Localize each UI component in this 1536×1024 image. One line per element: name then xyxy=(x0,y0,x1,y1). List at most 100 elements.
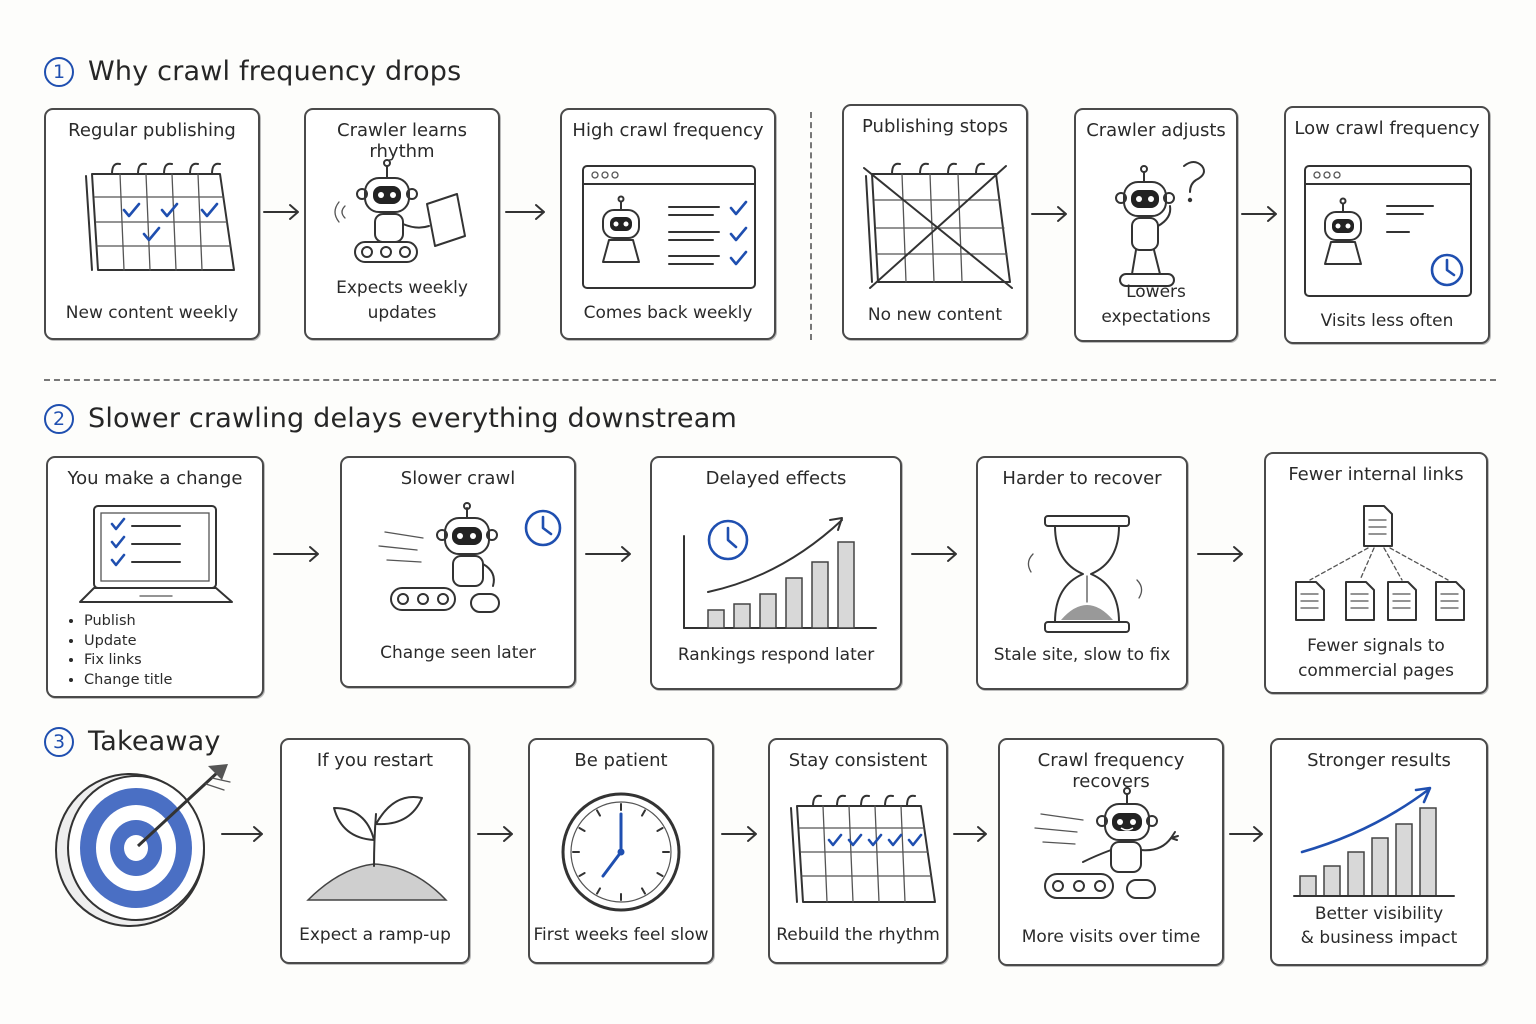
card-title: Slower crawl xyxy=(400,468,516,489)
section-title: Why crawl frequency drops xyxy=(88,56,462,87)
card-caption: No new content xyxy=(867,305,1003,325)
section-title: Takeaway xyxy=(88,726,221,757)
card-crawler-adjusts: Crawler adjusts Lowers expectations xyxy=(1074,108,1238,342)
card-title: If you restart xyxy=(316,750,434,771)
card-caption: Change seen later xyxy=(380,643,536,663)
arrow-right-icon xyxy=(1241,206,1277,222)
chart-bar xyxy=(1299,875,1317,897)
arrow-right-icon xyxy=(911,546,957,562)
card-title: High crawl frequency xyxy=(572,120,764,141)
card-title: Harder to recover xyxy=(1002,468,1162,489)
chart-bar xyxy=(1395,823,1413,897)
hourglass-icon xyxy=(978,510,1186,640)
target-arrow-icon xyxy=(48,760,248,930)
arrow-right-icon xyxy=(585,546,631,562)
card-title: Stronger results xyxy=(1307,750,1451,771)
card-title: Publishing stops xyxy=(862,116,1008,137)
arrow-right-icon xyxy=(263,204,299,220)
document-icon xyxy=(1345,581,1375,621)
chart-bar xyxy=(1371,837,1389,897)
card-publishing-stops: Publishing stops No new content xyxy=(842,104,1028,340)
card-low-crawl-frequency: Low crawl frequency Visits less often xyxy=(1284,106,1490,344)
chart-bar xyxy=(1323,865,1341,897)
card-caption: More visits over time xyxy=(1021,927,1201,947)
growth-chart-icon xyxy=(1293,786,1455,897)
chart-bar xyxy=(707,609,725,629)
document-icon xyxy=(1435,581,1465,621)
card-harder-to-recover: Harder to recover Stale site, slow to fi… xyxy=(976,456,1188,690)
card-crawl-frequency-recovers: Crawl frequency recovers More visits ove… xyxy=(998,738,1224,966)
card-you-make-a-change: You make a change Publish Update Fix lin… xyxy=(46,456,264,698)
arrow-right-icon xyxy=(1031,206,1067,222)
card-high-crawl-frequency: High crawl frequency Comes back weekly xyxy=(560,108,776,340)
card-caption: Visits less often xyxy=(1320,311,1454,331)
caption-line: Fewer signals to xyxy=(1307,636,1445,656)
card-caption: Comes back weekly xyxy=(583,303,753,323)
card-caption: Lowers expectations xyxy=(1101,282,1211,327)
card-title: You make a change xyxy=(67,468,243,489)
caption-line: commercial pages xyxy=(1298,661,1454,681)
card-caption: First weeks feel slow xyxy=(533,925,709,945)
section-number: 3 xyxy=(44,726,74,757)
arrow-right-icon xyxy=(1229,826,1263,842)
section-1-heading: 1 Why crawl frequency drops xyxy=(44,56,461,87)
card-stay-consistent: Stay consistent Rebuild the rhythm xyxy=(768,738,948,964)
card-caption: New content weekly xyxy=(65,303,239,323)
arrow-right-icon xyxy=(721,826,757,842)
card-title: Crawler learns rhythm xyxy=(337,120,467,162)
arrow-right-icon xyxy=(953,826,987,842)
calendar-checks-icon xyxy=(770,784,946,914)
card-fewer-internal-links: Fewer internal links Fewer signals to co… xyxy=(1264,452,1488,694)
document-tree-icon xyxy=(1266,502,1486,632)
chart-bar xyxy=(811,561,829,629)
card-caption: Fewer signals to commercial pages xyxy=(1266,634,1486,684)
robot-waving-icon xyxy=(1000,786,1222,916)
section-title: Slower crawling delays everything downst… xyxy=(88,403,737,434)
browser-robot-clock-icon xyxy=(1286,164,1488,298)
caption-line: Better visibility xyxy=(1314,904,1444,924)
card-delayed-effects: Delayed effects Rankings respond later xyxy=(650,456,902,690)
card-stronger-results: Stronger results Better visibility & bus… xyxy=(1270,738,1488,966)
card-caption: Expects weekly updates xyxy=(336,278,468,323)
card-caption: Expect a ramp-up xyxy=(299,925,451,945)
laptop-checklist-icon xyxy=(48,502,262,612)
arrow-right-icon xyxy=(1197,546,1243,562)
browser-robot-checks-icon xyxy=(562,162,774,292)
chart-bar xyxy=(837,541,855,629)
card-title: Fewer internal links xyxy=(1288,464,1464,485)
robot-clock-icon xyxy=(342,502,574,632)
card-caption: Rankings respond later xyxy=(677,645,875,665)
calendar-checks-icon xyxy=(46,152,258,282)
card-caption: Better visibility & business impact xyxy=(1272,902,1486,950)
chart-bar xyxy=(759,593,777,629)
robot-tablet-icon xyxy=(306,154,498,284)
bar-chart-clock-icon xyxy=(683,517,877,629)
document-icon xyxy=(1387,581,1417,621)
list-item: Change title xyxy=(84,671,172,691)
card-title: Crawler adjusts xyxy=(1086,120,1226,141)
chart-bar xyxy=(733,603,751,629)
list-item: Update xyxy=(84,632,172,652)
card-if-you-restart: If you restart Expect a ramp-up xyxy=(280,738,470,964)
arrow-right-icon xyxy=(477,826,513,842)
document-icon xyxy=(1295,581,1325,621)
section-number: 1 xyxy=(44,56,74,87)
clock-icon xyxy=(530,780,712,920)
card-title: Be patient xyxy=(574,750,668,771)
chart-bar xyxy=(1347,851,1365,897)
section-number: 2 xyxy=(44,403,74,434)
crossed-calendar-icon xyxy=(844,152,1026,292)
divider-vertical xyxy=(810,112,812,340)
card-be-patient: Be patient First weeks feel slow xyxy=(528,738,714,964)
card-crawler-learns-rhythm: Crawler learns rhythm Expects weekly upd… xyxy=(304,108,500,340)
card-caption: Stale site, slow to fix xyxy=(993,645,1171,665)
chart-bar xyxy=(785,577,803,629)
card-regular-publishing: Regular publishing New content weekly xyxy=(44,108,260,340)
section-2-heading: 2 Slower crawling delays everything down… xyxy=(44,403,737,434)
list-item: Publish xyxy=(84,612,172,632)
section-3-heading: 3 Takeaway xyxy=(44,726,221,757)
divider-horizontal xyxy=(44,379,1496,381)
arrow-right-icon xyxy=(505,204,545,220)
change-list: Publish Update Fix links Change title xyxy=(64,612,172,690)
sprout-icon xyxy=(282,784,468,914)
